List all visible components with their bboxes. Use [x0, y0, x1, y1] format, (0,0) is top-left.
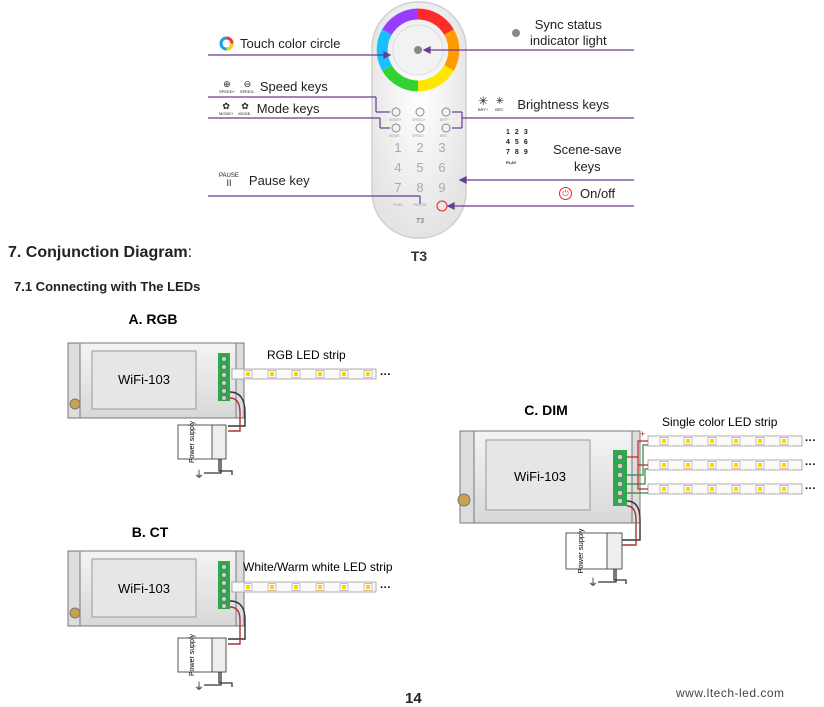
remote-brand-mark: T3 [416, 218, 424, 225]
callout-speed: ⊕SPEED+ ⊖SPEED- Speed keys [219, 79, 328, 94]
rgb-led-strip [231, 368, 377, 380]
sync-light-icon [512, 29, 520, 37]
ct-controller-label: WiFi-103 [118, 581, 170, 596]
svg-text:MODE+: MODE+ [389, 118, 402, 122]
function-keys [391, 107, 451, 133]
svg-text:···: ··· [805, 435, 816, 447]
footer-url[interactable]: www.ltech-led.com [676, 686, 785, 700]
svg-text:PLAY: PLAY [393, 202, 403, 207]
callout-brightness-label: Brightness keys [517, 96, 610, 112]
callout-speed-label: Speed keys [259, 79, 328, 94]
callout-sync-line1: Sync status [534, 17, 602, 32]
svg-text:SPEED+: SPEED+ [412, 118, 426, 122]
svg-text:PAUSE: PAUSE [413, 202, 427, 207]
keypad-3: 3 [438, 140, 445, 155]
svg-text:+: + [640, 429, 645, 439]
svg-text:···: ··· [805, 483, 816, 495]
svg-text:SPEED-: SPEED- [412, 134, 426, 138]
speed-plus-icon: ⊕SPEED+ [219, 78, 235, 94]
svg-text:MODE-: MODE- [389, 134, 402, 138]
callout-onoff-label: On/off [580, 186, 616, 201]
svg-text:···: ··· [380, 369, 391, 381]
svg-text:Power supply: Power supply [189, 633, 196, 676]
keypad-9: 9 [438, 180, 445, 195]
callout-scene-line2: keys [573, 159, 601, 174]
rgb-strip-label: RGB LED strip [267, 348, 346, 362]
remote-keypad: 1 2 3 4 5 6 7 8 9 [394, 140, 445, 195]
wiring-diagrams: A. RGB WiFi-103 ··· RGB LED strip Power … [67, 311, 816, 693]
dim-title: C. DIM [524, 402, 568, 418]
sync-indicator-light [414, 46, 422, 54]
rgb-title: A. RGB [129, 311, 178, 327]
mode-minus-icon: ✿MODE- [238, 100, 252, 116]
dim-strip-label: Single color LED strip [662, 415, 778, 429]
callout-mode-label: Mode keys [256, 101, 320, 116]
brt-plus-icon: ✳BRT+ [478, 94, 489, 112]
diagram-rgb: A. RGB WiFi-103 ··· RGB LED strip Power … [67, 311, 391, 481]
section-heading: 7. Conjunction Diagram: [8, 244, 193, 261]
ct-antenna [69, 607, 81, 619]
keypad-1: 1 [394, 140, 401, 155]
keypad-5: 5 [416, 160, 423, 175]
rgb-ac-plug-icon: ⏚ [194, 469, 204, 481]
callout-scene: Scene-save keys [553, 141, 622, 175]
ct-strip-label: White/Warm white LED strip [243, 560, 393, 574]
keypad-7: 7 [394, 180, 401, 195]
dim-antenna [457, 493, 471, 507]
callout-scene-line1: Scene-save [553, 142, 622, 157]
keypad-2: 2 [416, 140, 423, 155]
callout-touch: Touch color circle [219, 36, 340, 51]
svg-text:···: ··· [805, 459, 816, 471]
page-number: 14 [405, 690, 422, 707]
dim-terminal-block [613, 450, 627, 506]
keypad-4: 4 [394, 160, 401, 175]
scene-key-icons: 123 456 789 PLAY [506, 129, 533, 165]
diagram-ct: B. CT WiFi-103 ··· White/Warm white LED … [67, 524, 393, 693]
color-circle-icon [219, 36, 234, 51]
rgb-antenna [69, 398, 81, 410]
callout-mode: ✿MODE+ ✿MODE- Mode keys [219, 101, 320, 116]
callout-sync-line2: indicator light [530, 33, 607, 48]
mode-plus-icon: ✿MODE+ [219, 100, 234, 116]
rgb-controller-label: WiFi-103 [118, 372, 170, 387]
ct-title: B. CT [132, 524, 169, 540]
dim-controller-label: WiFi-103 [514, 469, 566, 484]
dim-led-strips: ··· ··· ··· [647, 435, 816, 495]
diagram-dim: C. DIM WiFi-103 Single color LED strip ·… [457, 402, 816, 589]
svg-text:BRT+: BRT+ [440, 118, 449, 122]
svg-text:Power supply: Power supply [576, 528, 585, 573]
power-icon: ⏻ [559, 187, 572, 200]
brt-minus-icon: ✳BRT- [495, 96, 505, 112]
svg-text:Power supply: Power supply [189, 420, 196, 463]
keypad-8: 8 [416, 180, 423, 195]
section-subheading: 7.1 Connecting with The LEDs [14, 279, 201, 294]
callout-pause-label: Pause key [248, 173, 310, 188]
callout-brightness: ✳BRT+ ✳BRT- Brightness keys [478, 94, 610, 112]
ct-ac-plug-icon: ⏚ [194, 681, 204, 693]
remote-model-label: T3 [411, 248, 428, 264]
callout-touch-label: Touch color circle [240, 36, 341, 51]
ct-led-strip [231, 581, 377, 593]
speed-minus-icon: ⊖SPEED- [239, 78, 255, 94]
callout-sync: Sync status indicator light [512, 17, 607, 49]
svg-text:BRT-: BRT- [440, 134, 449, 138]
dim-ac-plug-icon: ⏚ [588, 577, 598, 589]
keypad-6: 6 [438, 160, 445, 175]
callout-onoff: ⏻ On/off [559, 186, 615, 201]
svg-text:···: ··· [380, 582, 391, 594]
remote-diagram: MODE+ SPEED+ BRT+ MODE- SPEED- BRT- 1 2 3 4 … [208, 1, 634, 264]
